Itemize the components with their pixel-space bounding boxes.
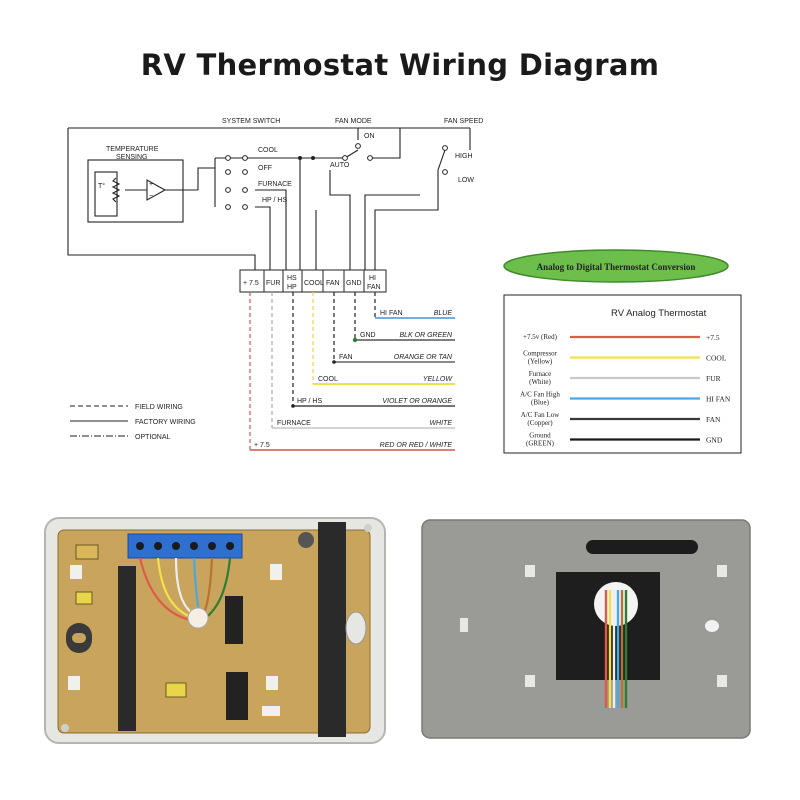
wire-color-label: WHITE <box>429 420 452 427</box>
switch-off-label: OFF <box>258 165 272 172</box>
conversion-badge <box>503 249 729 283</box>
temp-sensing-label-1: TEMPERATURE <box>106 146 159 153</box>
page-title: RV Thermostat Wiring Diagram <box>140 48 660 82</box>
terminal-hi-fan: FAN <box>367 284 381 291</box>
heat-anticipator <box>318 522 346 737</box>
wire-label: FAN <box>339 354 353 361</box>
analog-row-terminal: +7.5 <box>706 333 720 342</box>
wire-label: HI FAN <box>380 310 403 317</box>
relay-strip <box>118 566 136 731</box>
wire-label: + 7.5 <box>254 442 270 449</box>
analog-row-left-sub: (Yellow) <box>528 358 553 366</box>
analog-row-terminal: FAN <box>706 415 721 424</box>
fan-auto-label: AUTO <box>330 162 350 169</box>
analog-table <box>503 294 742 454</box>
wire-color-label: BLUE <box>434 310 453 317</box>
switch-cool-label: COOL <box>258 147 278 154</box>
terminal-75: + 7.5 <box>243 280 259 287</box>
analog-row-left: Ground <box>529 432 551 440</box>
speed-high-label: HIGH <box>455 153 473 160</box>
switch-hphs-label: HP / HS <box>262 197 287 204</box>
analog-row-left: Compressor <box>523 350 558 358</box>
wall-plate-photo <box>421 519 751 739</box>
analog-table-title: RV Analog Thermostat <box>611 308 707 319</box>
wire-label: HP / HS <box>297 398 322 405</box>
fan-on-label: ON <box>364 133 375 140</box>
switch-contacts <box>225 143 448 210</box>
analog-row-left: A/C Fan High <box>520 391 560 399</box>
fan-speed-label: FAN SPEED <box>444 118 483 125</box>
analog-row-left-sub: (White) <box>529 378 551 386</box>
analog-row-left: +7.5v (Red) <box>523 333 558 341</box>
wire-color-label: VIOLET OR ORANGE <box>382 398 452 405</box>
wire-color-label: YELLOW <box>423 376 454 383</box>
fan-mode-label: FAN MODE <box>335 118 372 125</box>
circuit-board-photo <box>44 517 386 744</box>
wire-labels: HI FAN BLUE GND BLK OR GREEN FAN ORANGE OR TA… <box>254 310 453 449</box>
wire-label: COOL <box>318 376 338 383</box>
sensor-symbol: T° <box>98 182 105 190</box>
wire-color-label: BLK OR GREEN <box>399 332 452 339</box>
analog-row-left-sub: (GREEN) <box>526 440 555 448</box>
conversion-badge-text: Analog to Digital Thermostat Conversion <box>537 262 696 272</box>
terminal-hs: HS <box>287 275 297 282</box>
analog-row-terminal: COOL <box>706 354 727 363</box>
terminal-hi: HI <box>369 275 376 282</box>
wire-label: FURNACE <box>277 420 311 427</box>
system-switch-label: SYSTEM SWITCH <box>222 118 280 125</box>
terminal-gnd: GND <box>346 280 362 287</box>
legend-field-wiring: FIELD WIRING <box>135 404 183 411</box>
field-wiring <box>249 292 455 452</box>
terminal-strip <box>239 269 387 293</box>
terminal-fan: FAN <box>326 280 340 287</box>
speed-low-label: LOW <box>458 177 474 184</box>
terminal-cool: COOL <box>304 280 324 287</box>
terminal-block <box>127 533 243 559</box>
wiring-legend <box>70 405 128 437</box>
analog-row-left-sub: (Copper) <box>527 419 553 427</box>
wire-color-label: ORANGE OR TAN <box>394 354 453 361</box>
analog-row-terminal: GND <box>706 436 723 445</box>
legend-factory-wiring: FACTORY WIRING <box>135 419 196 426</box>
analog-row-terminal: FUR <box>706 374 721 383</box>
wire-label: GND <box>360 332 376 339</box>
analog-row-left: Furnace <box>529 370 552 378</box>
amp-minus: − <box>149 193 153 200</box>
amp-plus: + <box>149 181 153 188</box>
analog-row-left-sub: (Blue) <box>531 399 550 407</box>
wire-color-label: RED OR RED / WHITE <box>380 442 453 449</box>
temp-sensing-label-2: SENSING <box>116 154 148 161</box>
analog-row-terminal: HI FAN <box>706 395 731 404</box>
switch-furnace-label: FURNACE <box>258 181 292 188</box>
terminal-fur: FUR <box>266 280 280 287</box>
terminal-hp: HP <box>287 284 297 291</box>
analog-row-left: A/C Fan Low <box>521 411 560 419</box>
legend-optional: OPTIONAL <box>135 434 171 441</box>
